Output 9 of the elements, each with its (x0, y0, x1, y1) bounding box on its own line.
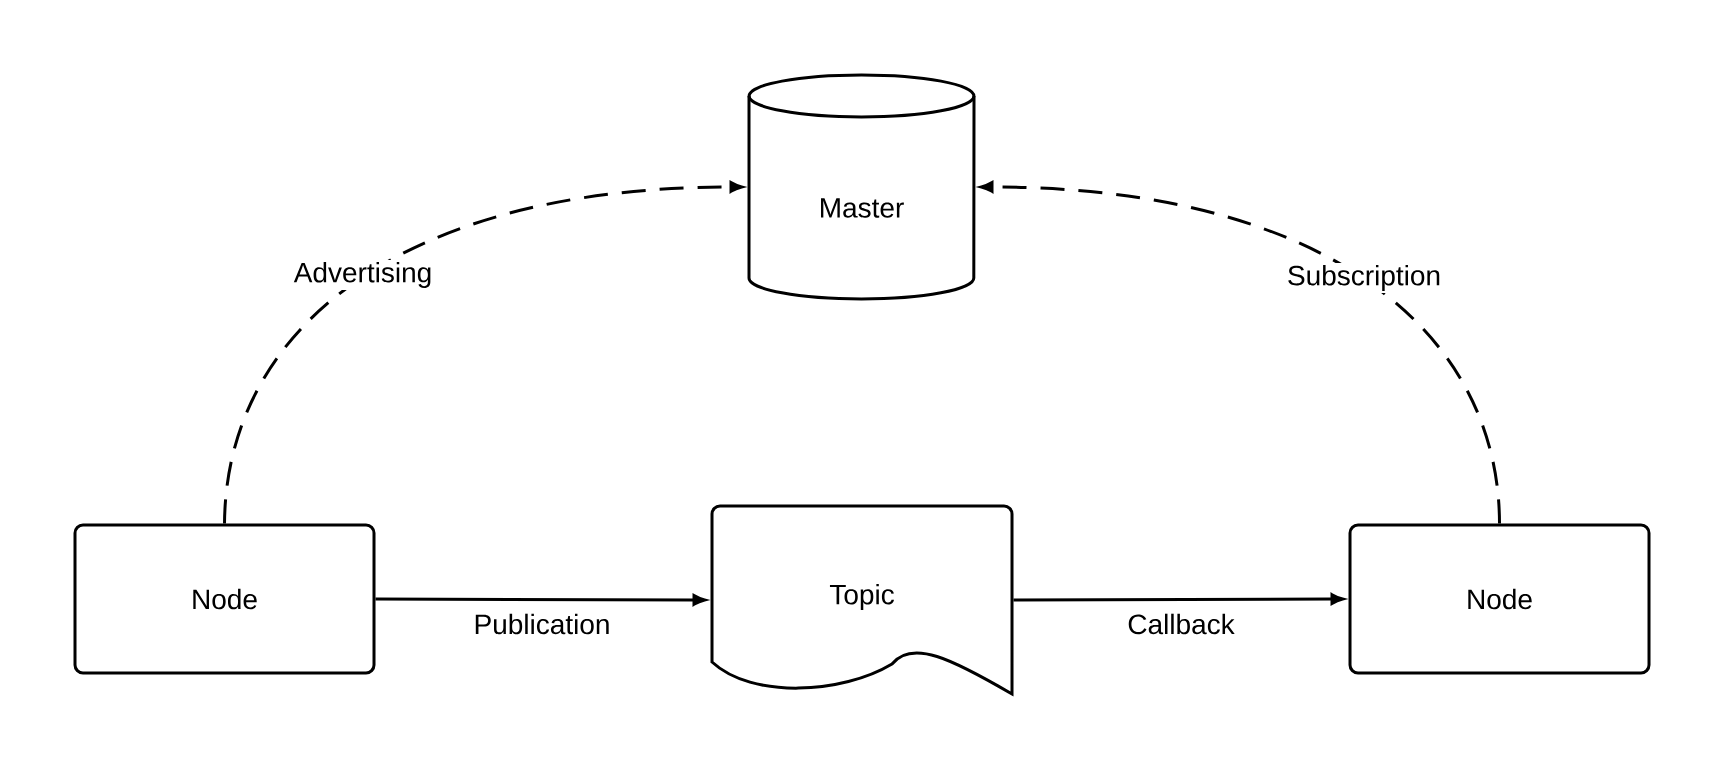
node-box: Node (1348, 523, 1651, 675)
edge-label: Callback (1125, 611, 1237, 637)
edge-label: Publication (471, 611, 613, 637)
arrow (223, 181, 744, 524)
arrow (1013, 593, 1345, 605)
node-label: Master (821, 198, 904, 218)
arrow (375, 594, 707, 606)
node-box: Node (73, 523, 376, 675)
edge-label: Advertising (291, 259, 435, 291)
